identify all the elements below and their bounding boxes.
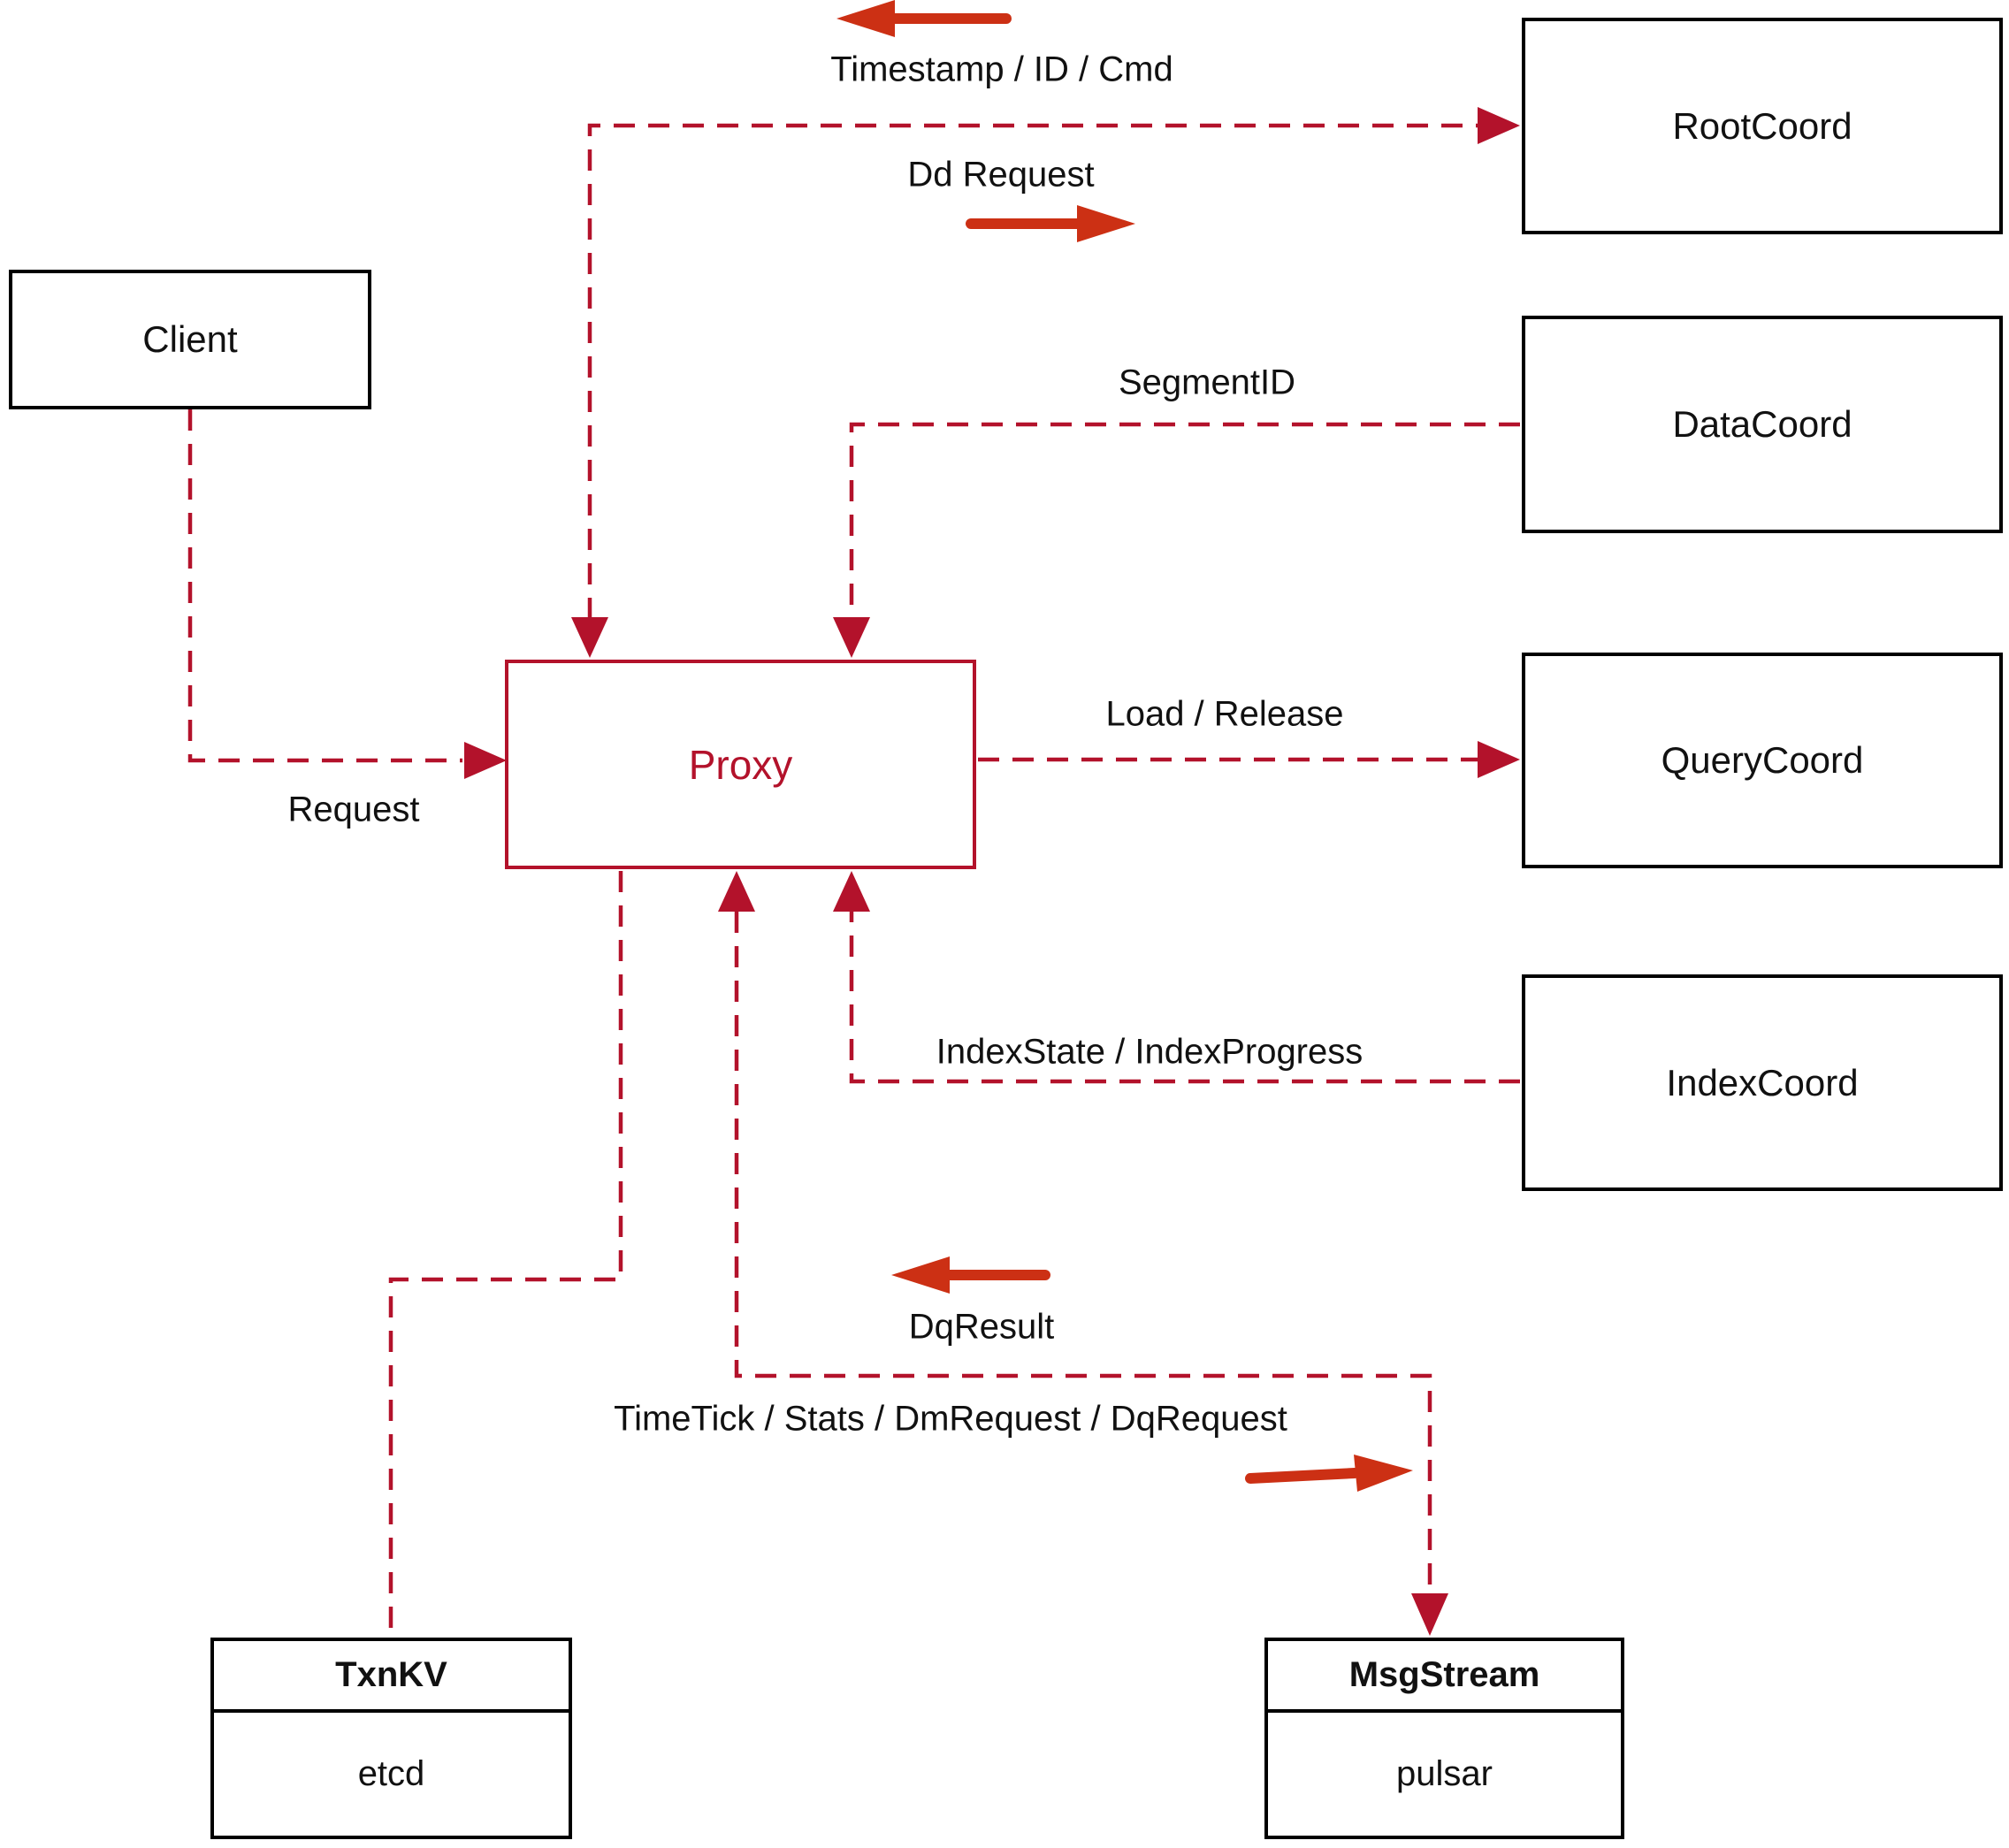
node-txnkv-title: TxnKV <box>214 1641 569 1713</box>
edge-label-request: Request <box>287 790 420 829</box>
node-querycoord-label: QueryCoord <box>1661 739 1864 781</box>
arrowhead-into-proxy-top-right <box>833 617 870 658</box>
edge-client-proxy <box>187 409 462 763</box>
node-msgstream-subtitle: pulsar <box>1396 1754 1493 1793</box>
edge-label-dq-result: DqResult <box>908 1307 1055 1347</box>
node-txnkv-subtitle: etcd <box>357 1754 425 1793</box>
node-indexcoord-label: IndexCoord <box>1666 1061 1859 1103</box>
arrowhead-into-msgstream <box>1411 1593 1448 1636</box>
node-msgstream: MsgStream pulsar <box>1264 1638 1624 1839</box>
edge-label-dd-request: Dd Request <box>907 155 1095 195</box>
node-datacoord-label: DataCoord <box>1672 403 1852 445</box>
edge-proxy-rootcoord <box>587 123 1479 619</box>
edge-datacoord-proxy <box>849 422 1520 619</box>
node-client: Client <box>9 270 371 409</box>
arrowhead-into-querycoord <box>1478 741 1520 778</box>
arrowhead-into-proxy-bottom-left <box>718 871 755 912</box>
edge-proxy-txnkv <box>388 871 623 1636</box>
edge-label-index-state: IndexState / IndexProgress <box>936 1032 1364 1072</box>
node-proxy: Proxy <box>505 660 976 869</box>
node-datacoord: DataCoord <box>1522 316 2003 533</box>
edge-label-load-release: Load / Release <box>1105 694 1344 734</box>
arrowhead-into-proxy-left <box>464 742 507 779</box>
timestamp-direction-arrow <box>836 0 1012 37</box>
arrowhead-into-rootcoord <box>1478 107 1520 144</box>
node-rootcoord: RootCoord <box>1522 18 2003 234</box>
dd-request-direction-arrow <box>966 205 1135 242</box>
arrowhead-into-proxy-top-left <box>571 617 608 658</box>
edge-indexcoord-proxy <box>849 912 1520 1084</box>
node-rootcoord-label: RootCoord <box>1672 104 1852 147</box>
edge-label-segment-id: SegmentID <box>1118 363 1296 402</box>
time-tick-direction-arrow <box>1245 1455 1413 1492</box>
dq-result-direction-arrow <box>891 1256 1050 1294</box>
edge-label-timestamp: Timestamp / ID / Cmd <box>830 50 1173 89</box>
node-txnkv: TxnKV etcd <box>210 1638 572 1839</box>
node-msgstream-title: MsgStream <box>1268 1641 1621 1713</box>
node-proxy-label: Proxy <box>688 741 793 788</box>
node-querycoord: QueryCoord <box>1522 653 2003 868</box>
node-indexcoord: IndexCoord <box>1522 974 2003 1191</box>
arrowhead-into-proxy-bottom-right <box>833 871 870 912</box>
edge-label-time-tick: TimeTick / Stats / DmRequest / DqRequest <box>614 1399 1287 1439</box>
edge-proxy-msgstream <box>734 912 1432 1593</box>
node-client-label: Client <box>142 318 238 360</box>
